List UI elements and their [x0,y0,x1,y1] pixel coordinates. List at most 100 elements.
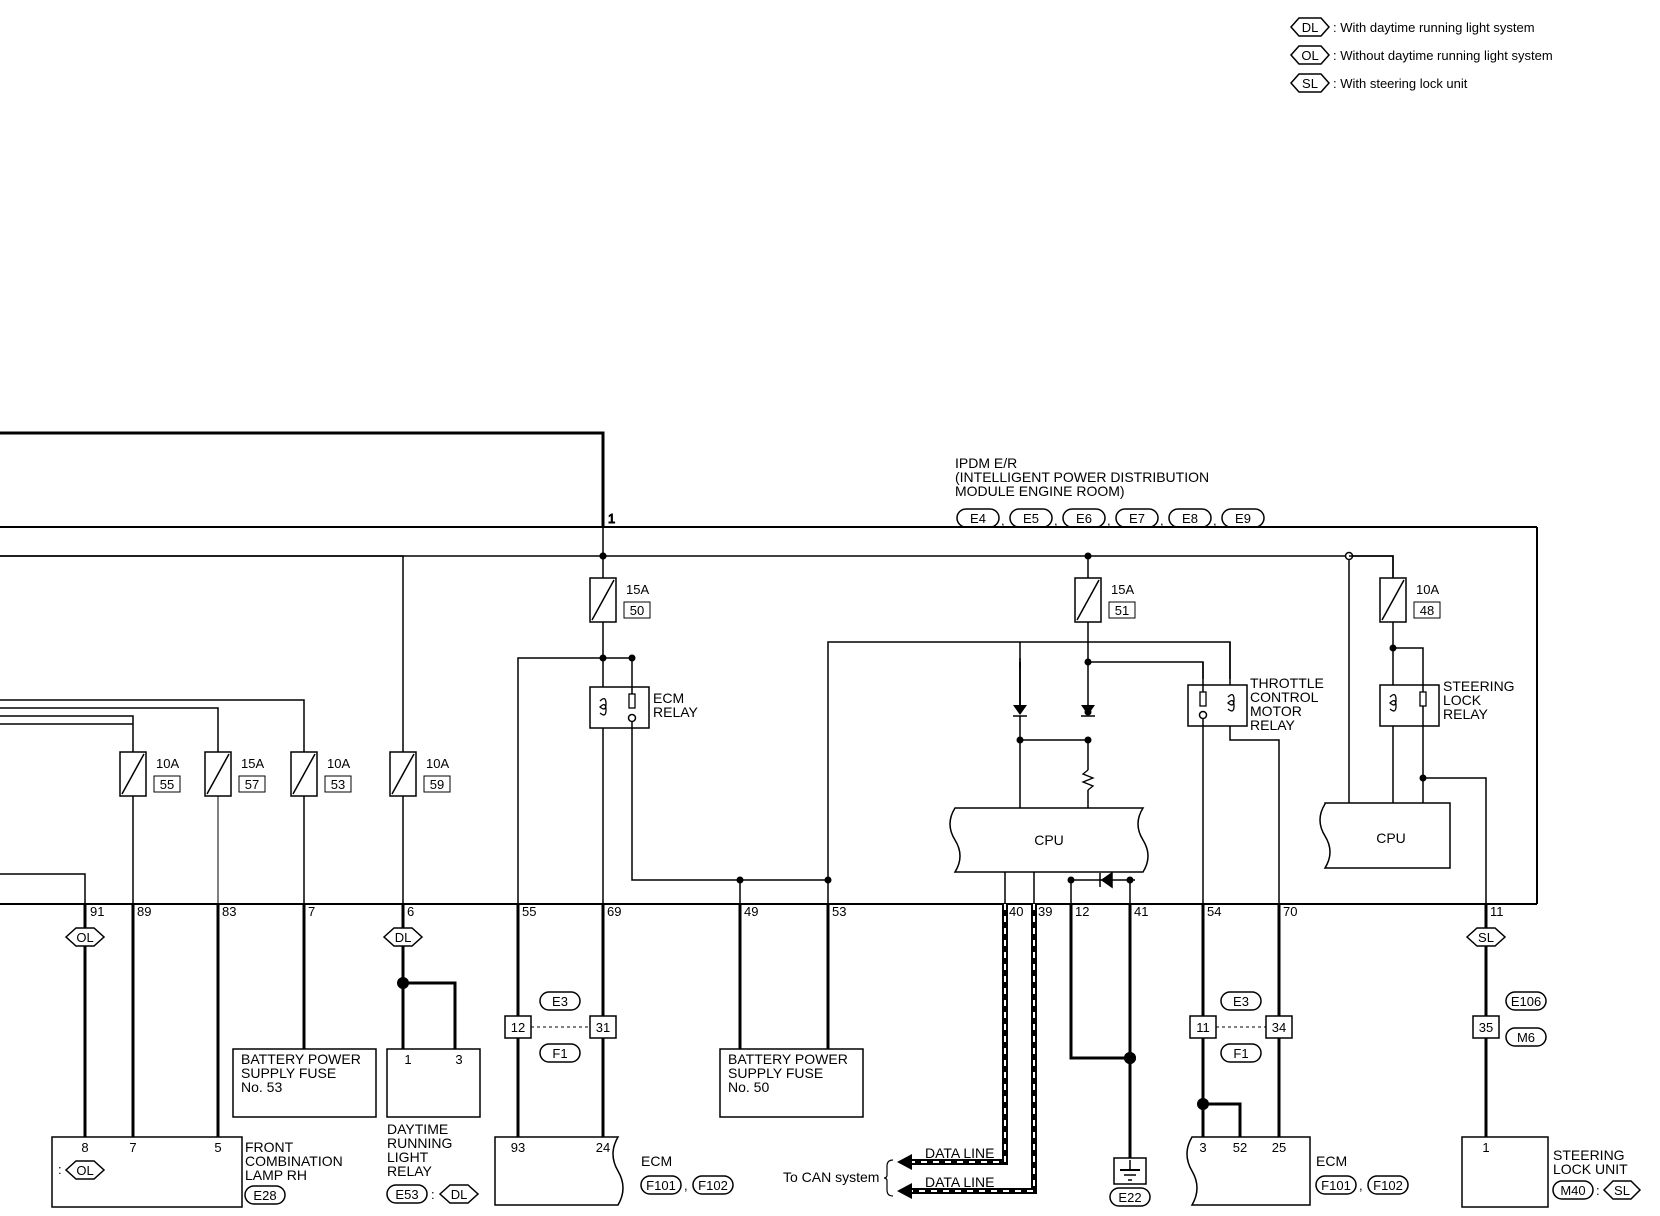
ipdm-connector-comma: , [1107,513,1111,528]
external-wires [83,904,1488,1160]
legend-sl-tag: SL [1302,76,1318,91]
battery-fuse-50-label-3: No. 50 [728,1079,769,1095]
drl-pin-1: 1 [404,1052,411,1067]
steering-relay: STEERING LOCK RELAY CPU [1319,622,1515,904]
ecm-a-comma: , [684,1178,688,1193]
tag-sl-label: SL [1478,930,1494,945]
ecm-b-pin-3: 3 [1199,1140,1206,1155]
data-line-2-label: DATA LINE [925,1174,995,1190]
legend-ol-text: : Without daytime running light system [1333,48,1553,63]
battery-fuse-53-label: BATTERY POWER [241,1051,361,1067]
fuse-51-amp: 15A [1111,582,1134,597]
legend-dl: DL : With daytime running light system [1289,17,1535,37]
cpu2-label: CPU [1376,830,1406,846]
fuse-50-number: 50 [630,603,644,618]
ecm-a-pin-24: 24 [596,1140,610,1155]
ipdm-title: IPDM E/R [955,455,1017,471]
steering-relay-label-3: RELAY [1443,706,1489,722]
junction-a-right-pin: 31 [596,1020,610,1035]
fuse-55: 10A 55 [119,751,181,797]
fuse-53-number: 53 [331,777,345,792]
junction-b-top-conn: E3 [1233,994,1249,1009]
top-wire: 1 [0,431,616,556]
ipdm-title-line2: (INTELLIGENT POWER DISTRIBUTION [955,469,1209,485]
drl-label-2: RUNNING [387,1135,452,1151]
drl-label-4: RELAY [387,1163,433,1179]
pin-40: 40 [1009,904,1023,919]
ipdm-connector-list: E4,E5,E6,E7,E8,E9 [956,508,1265,528]
steering-relay-label: STEERING [1443,678,1515,694]
fuse-55-number: 55 [160,777,174,792]
fuse-48: 10A 48 [1349,555,1441,623]
pin-55: 55 [522,904,536,919]
tag-dl-label: DL [395,930,412,945]
junction-a-left-pin: 12 [511,1020,525,1035]
ipdm-connector-e8: E8 [1182,511,1198,526]
pin-69: 69 [607,904,621,919]
junction-c-bottom-conn: M6 [1517,1030,1535,1045]
legend-ol: OL : Without daytime running light syste… [1289,45,1553,65]
drl-connector: E53 [395,1187,418,1202]
left-group-wires [132,796,404,904]
pin-53: 53 [832,904,846,919]
junction-b-bottom-conn: F1 [1233,1046,1248,1061]
fuse-57-number: 57 [245,777,259,792]
steer-tag: SL [1614,1183,1630,1198]
battery-fuse-53-label-2: SUPPLY FUSE [241,1065,336,1081]
fuse-57-amp: 15A [241,756,264,771]
battery-fuse-50: BATTERY POWER SUPPLY FUSE No. 50 [719,1048,864,1118]
legend-ol-tag: OL [1301,48,1318,63]
steer-label-2: LOCK UNIT [1553,1161,1628,1177]
junction-e3-f1-b: 11 34 E3 F1 [1189,991,1293,1063]
steer-colon: : [1596,1183,1600,1198]
battery-fuse-53-label-3: No. 53 [241,1079,282,1095]
ipdm-connector-e6: E6 [1076,511,1092,526]
data-line-1-label: DATA LINE [925,1145,995,1161]
pin-91: 91 [90,904,104,919]
drl-label: DAYTIME [387,1121,448,1137]
fuse-59: 10A 59 [389,751,451,797]
pin-7: 7 [308,904,315,919]
fuse-59-number: 59 [430,777,444,792]
pin-6: 6 [407,904,414,919]
lamp-tag: OL [76,1163,93,1178]
junction-e106-m6: 35 E106 M6 [1472,991,1547,1047]
ecm-b-pin-52: 52 [1233,1140,1247,1155]
steering-relay-label-2: LOCK [1443,692,1482,708]
cpu1-label: CPU [1034,832,1064,848]
legend: DL : With daytime running light system O… [1289,17,1553,93]
data-lines: DATA LINE DATA LINE To CAN system [783,904,1037,1199]
ecm-a-connector-1: F101 [646,1178,676,1193]
ecm-a-pin-93: 93 [511,1140,525,1155]
throttle-relay-label-2: CONTROL [1250,689,1319,705]
ipdm-connector-comma: , [1054,513,1058,528]
throttle-relay-label: THROTTLE [1250,675,1324,691]
pin-41: 41 [1134,904,1148,919]
pin-1: 1 [608,511,615,526]
ground-connector: E22 [1118,1190,1141,1205]
junction-a-top-conn: E3 [552,994,568,1009]
steer-label: STEERING [1553,1147,1625,1163]
ecm-b-connector-2: F102 [1373,1178,1403,1193]
pin-12: 12 [1075,904,1089,919]
ipdm-connector-comma: , [1001,513,1005,528]
drl-label-3: LIGHT [387,1149,429,1165]
pin-83: 83 [222,904,236,919]
junction-b-right-pin: 34 [1272,1020,1286,1035]
fuse-57: 15A 57 [204,751,266,797]
tag-dl: DL [382,927,424,947]
legend-dl-text: : With daytime running light system [1333,20,1535,35]
internal-bus [0,555,1394,904]
tag-ol: OL [64,927,106,947]
fuse-50: 15A 50 [589,577,651,623]
pin-89: 89 [137,904,151,919]
pin-49: 49 [744,904,758,919]
ipdm-connector-e9: E9 [1235,511,1251,526]
tag-sl: SL [1465,927,1507,947]
lamp-label-2: COMBINATION [245,1153,343,1169]
lamp-colon: : [58,1162,62,1177]
pin-39: 39 [1038,904,1052,919]
cpu1-group: CPU [949,622,1204,873]
ecm-b-label: ECM [1316,1153,1347,1169]
